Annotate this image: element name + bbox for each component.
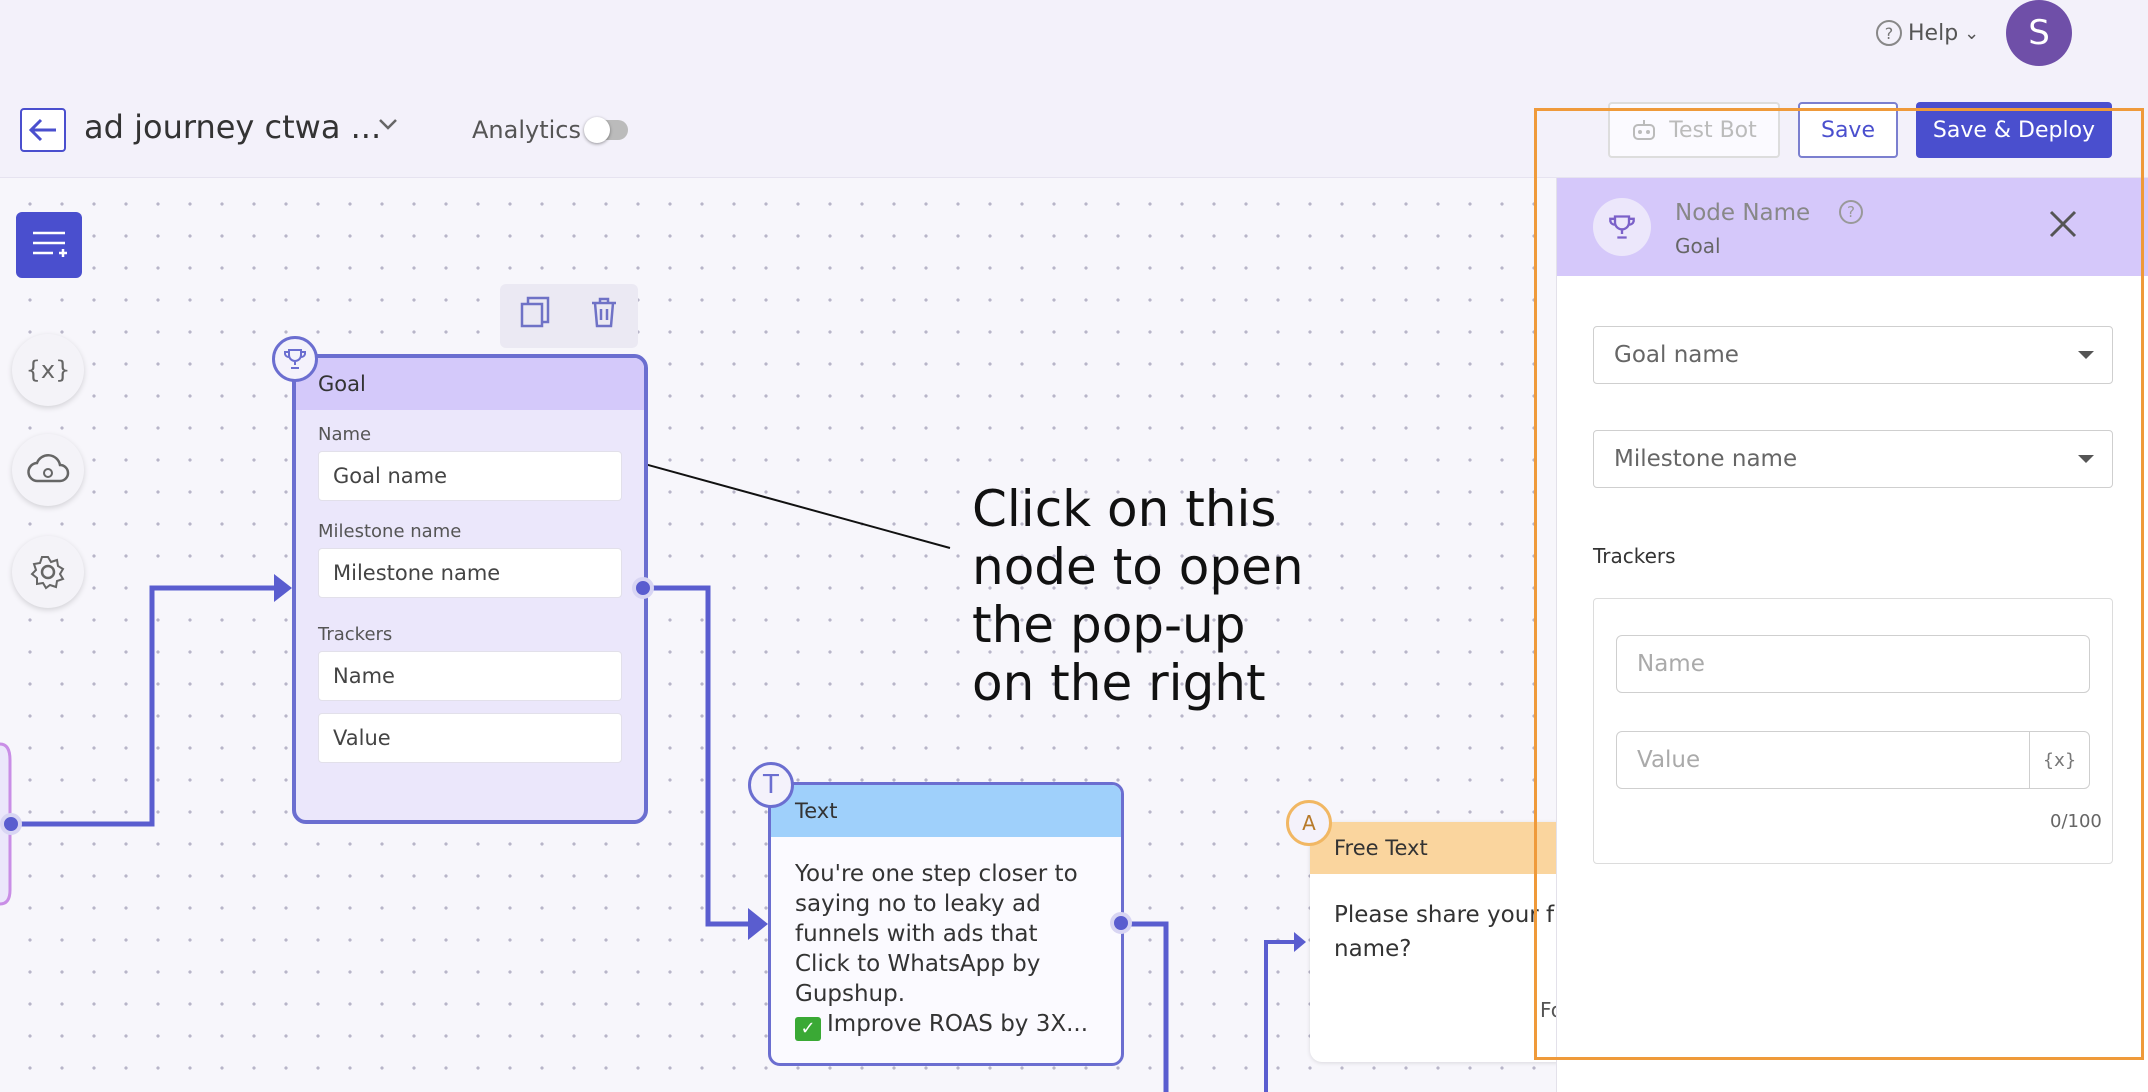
save-button[interactable]: Save bbox=[1798, 102, 1898, 158]
connector-port[interactable] bbox=[1110, 912, 1132, 934]
top-bar bbox=[0, 0, 2148, 178]
caret-down-icon bbox=[2078, 351, 2094, 359]
text-node-bullet: Improve ROAS by 3X... bbox=[827, 1011, 1089, 1037]
analytics-toggle[interactable] bbox=[584, 117, 628, 143]
tracker-name-placeholder: Name bbox=[1637, 651, 1705, 677]
milestone-label: Milestone name bbox=[318, 521, 462, 542]
test-bot-label: Test Bot bbox=[1669, 117, 1757, 143]
name-label: Name bbox=[318, 424, 372, 445]
annotation-line: on the right bbox=[972, 654, 1266, 712]
panel-header: Node Name ? Goal bbox=[1557, 178, 2148, 276]
help-icon[interactable]: ? bbox=[1839, 200, 1863, 224]
free-text-node-body: Please share your f name? bbox=[1310, 874, 1570, 990]
tracker-name-input[interactable]: Name bbox=[1616, 635, 2090, 693]
node-actions-toolbar bbox=[500, 284, 638, 348]
font-type-icon: A bbox=[1286, 800, 1332, 846]
gear-icon[interactable] bbox=[12, 536, 84, 608]
trophy-icon bbox=[272, 336, 318, 382]
cloud-settings-icon[interactable] bbox=[12, 434, 84, 506]
font-type-letter: A bbox=[1302, 811, 1316, 835]
milestone-select-value: Milestone name bbox=[1614, 446, 1798, 472]
trophy-icon bbox=[1593, 198, 1651, 256]
connector-port[interactable] bbox=[0, 813, 22, 835]
add-node-menu-button[interactable] bbox=[16, 212, 82, 278]
tracker-value-input[interactable]: Value {x} bbox=[1616, 731, 2090, 789]
node-settings-panel: Node Name ? Goal Goal name Milestone nam… bbox=[1556, 178, 2148, 1092]
text-type-icon: T bbox=[748, 762, 794, 808]
goal-node[interactable]: Goal Name Goal name Milestone name Miles… bbox=[292, 354, 648, 824]
annotation-line: Click on this bbox=[972, 480, 1277, 538]
milestone-name-select[interactable]: Milestone name bbox=[1593, 430, 2113, 488]
chevron-down-icon: ⌄ bbox=[1964, 22, 1980, 44]
panel-title: Node Name bbox=[1675, 200, 1811, 226]
goal-name-field[interactable]: Goal name bbox=[318, 451, 622, 501]
free-text-line: name? bbox=[1334, 936, 1412, 962]
trackers-label: Trackers bbox=[1593, 544, 1676, 568]
annotation-line: node to open bbox=[972, 538, 1304, 596]
goal-node-title: Goal bbox=[296, 358, 644, 410]
connector-port[interactable] bbox=[632, 577, 654, 599]
goal-name-select[interactable]: Goal name bbox=[1593, 326, 2113, 384]
tracker-value-placeholder: Value bbox=[1637, 747, 1701, 773]
chevron-down-icon[interactable] bbox=[378, 112, 398, 137]
free-text-node-title: Free Text bbox=[1310, 822, 1570, 874]
avatar[interactable]: S bbox=[2006, 0, 2072, 66]
arrow-left-icon bbox=[28, 118, 56, 142]
save-deploy-button[interactable]: Save & Deploy bbox=[1916, 102, 2112, 158]
free-text-line: Please share your f bbox=[1334, 902, 1555, 928]
variables-icon[interactable]: {x} bbox=[12, 334, 84, 406]
free-text-node[interactable]: Free Text Please share your f name? Fo bbox=[1310, 822, 1570, 1062]
goal-name-select-value: Goal name bbox=[1614, 342, 1739, 368]
help-label: Help bbox=[1908, 20, 1959, 46]
milestone-name-field[interactable]: Milestone name bbox=[318, 548, 622, 598]
analytics-label: Analytics bbox=[472, 116, 581, 144]
help-icon: ? bbox=[1876, 20, 1902, 46]
text-node-message: You're one step closer to saying no to l… bbox=[795, 861, 1078, 1007]
flow-title[interactable]: ad journey ctwa ... bbox=[84, 108, 382, 146]
robot-icon bbox=[1633, 120, 1656, 140]
instruction-annotation: Click on this node to open the pop-up on… bbox=[972, 480, 1304, 712]
text-node-body: You're one step closer to saying no to l… bbox=[771, 837, 1121, 1063]
trackers-section: Name Value {x} 0/100 bbox=[1593, 598, 2113, 864]
variable-insert-button[interactable]: {x} bbox=[2029, 732, 2089, 788]
character-counter: 0/100 bbox=[2050, 811, 2102, 832]
check-mark-icon: ✓ bbox=[795, 1017, 821, 1041]
copy-icon[interactable] bbox=[519, 295, 551, 337]
tracker-value-field[interactable]: Value bbox=[318, 713, 622, 763]
close-icon[interactable] bbox=[2047, 204, 2079, 250]
text-node-title: Text bbox=[771, 785, 1121, 837]
tracker-name-field[interactable]: Name bbox=[318, 651, 622, 701]
help-menu[interactable]: ? Help ⌄ bbox=[1876, 18, 1979, 48]
list-add-icon bbox=[33, 231, 67, 257]
test-bot-button[interactable]: Test Bot bbox=[1608, 102, 1780, 158]
annotation-line: the pop-up bbox=[972, 596, 1246, 654]
text-node[interactable]: Text You're one step closer to saying no… bbox=[768, 782, 1124, 1066]
panel-subtitle: Goal bbox=[1675, 234, 1721, 258]
trackers-label: Trackers bbox=[318, 624, 393, 645]
caret-down-icon bbox=[2078, 455, 2094, 463]
trash-icon[interactable] bbox=[589, 295, 619, 337]
back-button[interactable] bbox=[20, 108, 66, 152]
